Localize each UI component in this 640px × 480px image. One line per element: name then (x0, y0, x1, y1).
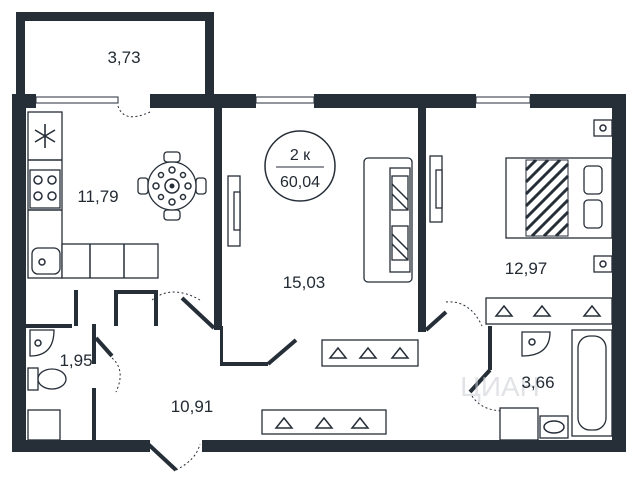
kitchen-area: 11,79 (77, 187, 118, 206)
dining-table-icon (137, 151, 207, 221)
windows (35, 96, 531, 104)
tv-icon (227, 175, 241, 247)
wardrobe-bedroom (485, 297, 613, 325)
snowflake-icon (34, 124, 56, 148)
bedroom-area: 12,97 (505, 259, 548, 278)
bath-sink-icon (521, 331, 551, 357)
bathtub-icon (571, 329, 613, 437)
kitchen-lower-cabinets (74, 290, 158, 326)
walls (12, 12, 626, 452)
area-badge: 2 к 60,04 (264, 130, 336, 202)
stove-icon (29, 169, 61, 209)
nightstand-icon (593, 119, 613, 273)
kitchen-sink-icon (31, 247, 61, 275)
room-count: 2 к (290, 147, 311, 164)
hall-area: 10,91 (171, 397, 214, 416)
wc-closet (27, 409, 61, 441)
watermark: ЦИАН (460, 371, 540, 402)
tv-bedroom-icon (429, 155, 443, 223)
balcony-area: 3,73 (107, 48, 140, 67)
wc-area: 1,95 (59, 351, 92, 370)
wardrobe-hall (261, 409, 387, 435)
total-area: 60,04 (280, 174, 320, 191)
wall-angles (94, 296, 492, 472)
bed-icon (505, 157, 613, 239)
living-room-area: 15,03 (283, 273, 326, 292)
wardrobe-living (321, 339, 419, 367)
wc-sink-icon (29, 329, 55, 357)
bathroom-closet (499, 407, 539, 441)
sofa-icon (363, 157, 413, 283)
toilet-icon (27, 367, 67, 391)
bathroom-area: 3,66 (521, 373, 554, 392)
washing-machine-icon (539, 415, 569, 439)
